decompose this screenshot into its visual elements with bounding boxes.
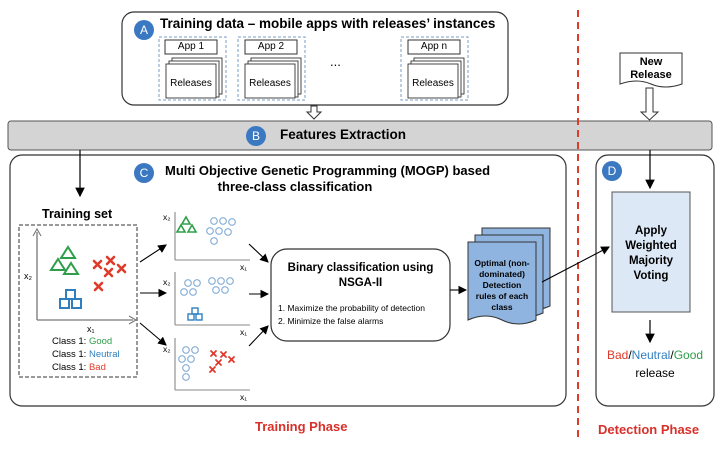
releases-stack-1 xyxy=(165,57,223,99)
arrow-new-release-down xyxy=(639,87,660,121)
section-d-badge: D xyxy=(602,161,622,181)
legend-neutral-prefix: Class 1: xyxy=(52,349,89,360)
binary-item-1: 1. Maximize the probability of detection xyxy=(278,303,425,313)
features-extraction-bar xyxy=(7,120,713,151)
section-c-title-line1: Multi Objective Genetic Programming (MOG… xyxy=(165,163,491,178)
arrow-plot3-to-binary xyxy=(248,325,269,347)
result-good: Good xyxy=(673,348,704,362)
releases-stack-n xyxy=(407,57,465,99)
app-2-label: App 2 xyxy=(257,41,285,52)
voting-line-1: Apply xyxy=(635,225,667,237)
plot3-axis-y-label: x₂ xyxy=(163,344,171,354)
plot1-axis-y-label: x₂ xyxy=(163,212,171,222)
result-sep-1: / xyxy=(628,348,632,362)
legend-neutral: Class 1: Neutral xyxy=(52,349,120,360)
section-a-title: Training data – mobile apps with release… xyxy=(160,16,496,31)
mini-plot-neutral xyxy=(174,272,250,326)
arrow-to-plot-3 xyxy=(139,322,167,346)
training-set-title: Training set xyxy=(42,207,113,221)
releases-stack-2 xyxy=(244,57,302,99)
good-markers xyxy=(49,245,80,275)
section-c-title-line2: three-class classification xyxy=(217,179,373,194)
training-axes xyxy=(32,227,138,325)
binary-title-line1: Binary classification using xyxy=(287,262,434,274)
app-1-label-box xyxy=(164,39,218,55)
legend-good: Class 1: Good xyxy=(52,336,112,347)
legend-bad-prefix: Class 1: xyxy=(52,362,89,373)
plot2-axis-x-label: x₁ xyxy=(240,327,248,337)
rules-line-3: Detection xyxy=(482,280,522,290)
legend-bad-label: Bad xyxy=(88,362,106,373)
arrow-plot1-to-binary xyxy=(248,243,269,263)
plot1-axis-x-label: x₁ xyxy=(240,262,248,272)
result-bad: Bad xyxy=(606,348,629,362)
result-classes: Bad/Neutral/Good xyxy=(596,348,714,362)
app-n-label-box xyxy=(407,39,461,55)
arrow-a-to-b xyxy=(305,105,323,120)
plot3-axis-x-label: x₁ xyxy=(240,392,248,402)
section-b-badge: B xyxy=(246,126,266,146)
detection-phase-label: Detection Phase xyxy=(598,422,700,437)
app-1-label: App 1 xyxy=(177,41,205,52)
result-sep-2: / xyxy=(670,348,674,362)
rules-line-2: dominated) xyxy=(479,269,525,279)
result-neutral: Neutral xyxy=(631,348,671,362)
training-axis-y-label: x₂ xyxy=(24,271,32,281)
releases-label-2: Releases xyxy=(249,78,291,89)
section-a-badge: A xyxy=(134,20,154,40)
legend-good-prefix: Class 1: xyxy=(52,336,89,347)
training-set-frame xyxy=(18,224,138,378)
section-c-badge: C xyxy=(134,163,154,183)
rules-line-5: class xyxy=(491,302,513,312)
app-2-label-box xyxy=(244,39,298,55)
mini-plot-bad xyxy=(174,338,250,391)
result-release: release xyxy=(635,366,675,380)
releases-label-n: Releases xyxy=(412,78,454,89)
voting-line-3: Majority xyxy=(628,255,674,267)
legend-bad: Class 1: Bad xyxy=(52,362,106,373)
legend-good-label: Good xyxy=(88,336,113,347)
voting-line-4: Voting xyxy=(633,270,669,282)
rules-line-4: rules of each xyxy=(475,291,529,301)
rules-line-1: Optimal (non- xyxy=(474,258,530,268)
new-release-box xyxy=(619,52,683,88)
app-n-label: App n xyxy=(420,41,448,52)
neutral-markers xyxy=(59,289,82,309)
releases-label-1: Releases xyxy=(170,78,212,89)
bad-markers xyxy=(92,255,127,292)
features-extraction-title: Features Extraction xyxy=(280,127,407,142)
training-phase-label: Training Phase xyxy=(255,419,348,434)
binary-item-2: 2. Minimize the false alarms xyxy=(278,316,384,326)
new-release-line1: New xyxy=(639,56,663,68)
voting-box xyxy=(611,191,691,313)
voting-line-2: Weighted xyxy=(625,240,677,252)
voting-text: Apply Weighted Majority Voting xyxy=(612,224,690,284)
legend-neutral-label: Neutral xyxy=(88,349,120,360)
plot2-axis-y-label: x₂ xyxy=(163,277,171,287)
binary-title-line2: NSGA-II xyxy=(338,277,383,289)
binary-classification-box xyxy=(270,248,451,342)
rules-text: Optimal (non- dominated) Detection rules… xyxy=(468,258,536,313)
mini-plot-good xyxy=(174,212,250,261)
apps-ellipsis: ... xyxy=(330,54,341,69)
arrow-to-plot-1 xyxy=(139,244,167,263)
arrow-rules-to-voting xyxy=(541,246,610,283)
rules-documents xyxy=(467,227,551,325)
new-release-line2: Release xyxy=(630,69,672,81)
training-axis-x-label: x₁ xyxy=(87,324,95,334)
